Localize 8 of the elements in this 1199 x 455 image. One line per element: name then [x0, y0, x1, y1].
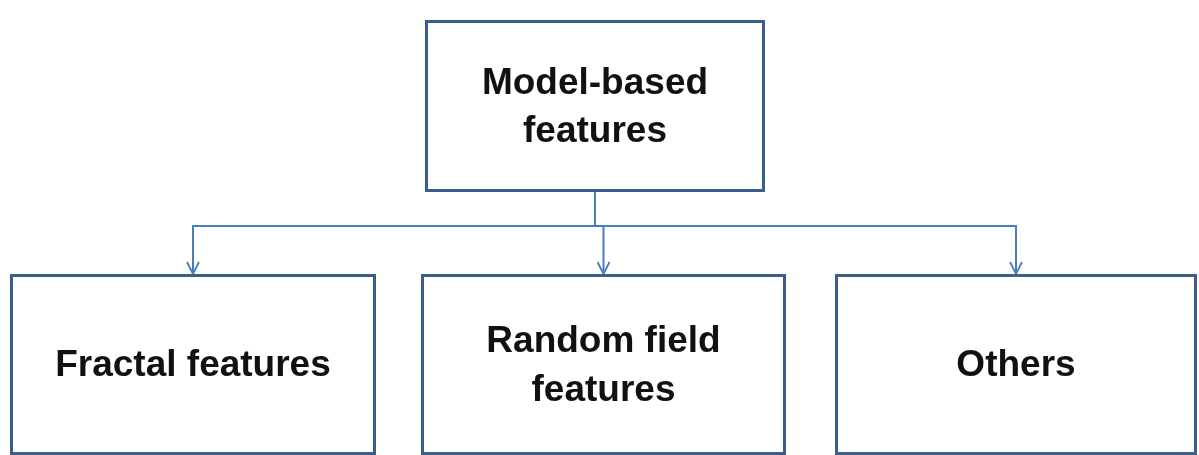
- feature-box: [425, 20, 765, 192]
- box-label: Random field features: [485, 318, 722, 411]
- box-label: Others: [955, 342, 1077, 387]
- feature-box: [421, 274, 786, 455]
- box-label: Fractal features: [54, 342, 332, 387]
- feature-box: [10, 274, 376, 455]
- box-label: Model-based features: [480, 59, 710, 152]
- feature-box: [835, 274, 1197, 455]
